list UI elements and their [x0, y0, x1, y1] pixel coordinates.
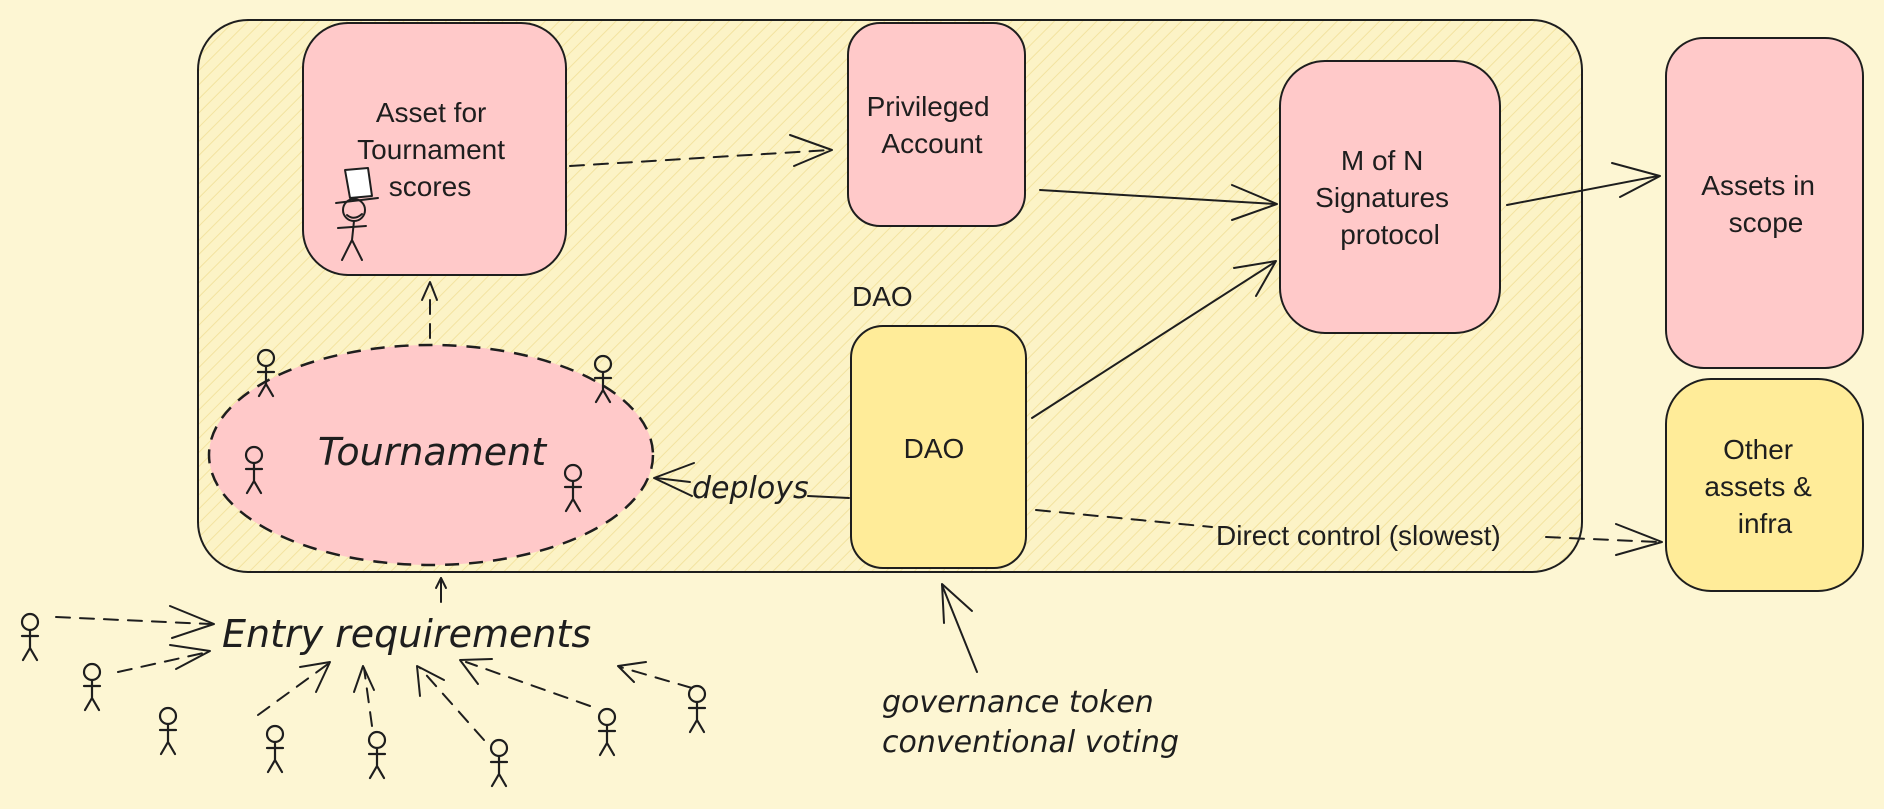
privileged-account-node[interactable]: Privileged Account [847, 22, 1026, 227]
participant-figure-icon [367, 730, 387, 780]
edge-governance-to-dao [941, 583, 978, 673]
entry-requirements-label: Entry requirements [222, 612, 591, 656]
multisig-line3: protocol [1340, 219, 1440, 250]
other-assets-line2: assets & [1704, 471, 1812, 502]
direct-control-label: Direct control (slowest) [1216, 520, 1501, 551]
edge-tournament-to-asset [421, 281, 438, 339]
asset-tournament-line2: Tournament [357, 134, 505, 165]
edge-multisig-to-assets [1506, 162, 1661, 206]
deploys-label: deploys [692, 471, 809, 506]
tournament-node[interactable]: Tournament [207, 343, 655, 567]
top-hat-figure-icon [335, 167, 379, 261]
assets-in-scope-line2: scope [1729, 207, 1804, 238]
other-assets-line1: Other [1723, 434, 1793, 465]
assets-in-scope-line1: Assets in [1701, 170, 1815, 201]
dao-label: DAO [904, 433, 965, 464]
other-assets-line3: infra [1738, 508, 1793, 539]
governance-annotation: governance token conventional voting [882, 685, 1179, 760]
edge-dao-direct-control: Direct control (slowest) [1035, 509, 1663, 556]
svg-text:Privileged Account: Privileged Account [867, 91, 998, 159]
edge-dao-deploys-tournament: deploys [653, 462, 850, 506]
participant-figure-icon [489, 738, 509, 788]
edge-dao-to-multisig [1031, 260, 1277, 419]
edge-privileged-to-multisig [1039, 184, 1278, 221]
other-assets-node[interactable]: Other assets & infra [1665, 378, 1864, 592]
dao-caption: DAO [852, 281, 913, 312]
participant-figure-icon [265, 724, 285, 774]
dao-node[interactable]: DAO [850, 325, 1027, 569]
svg-text:Asset for Tournament: Asset for Tournament scores [357, 97, 513, 202]
asset-tournament-line3: scores [389, 171, 471, 202]
privileged-account-line1: Privileged [867, 91, 990, 122]
participant-figure-icon [20, 612, 40, 662]
governance-line1: governance token [882, 685, 1154, 720]
entry-arrows [55, 605, 693, 741]
svg-text:Other assets & inf: Other assets & infra [1704, 434, 1819, 539]
svg-text:Assets in scope: Assets in scope [1701, 170, 1822, 238]
multisig-protocol-node[interactable]: M of N Signatures protocol [1279, 60, 1501, 334]
asset-tournament-line1: Asset for [376, 97, 486, 128]
edge-asset-to-privileged [569, 134, 833, 167]
tournament-label: Tournament [318, 430, 548, 474]
participant-figure-icon [158, 706, 178, 756]
svg-text:M of N Signatures: M of N Signatures protocol [1315, 145, 1457, 250]
assets-in-scope-node[interactable]: Assets in scope [1665, 37, 1864, 369]
participant-figure-icon [687, 684, 707, 734]
governance-line2: conventional voting [882, 725, 1179, 760]
participant-figure-icon [597, 707, 617, 757]
privileged-account-line2: Account [881, 128, 982, 159]
asset-for-tournament-node[interactable]: Asset for Tournament scores [302, 22, 567, 276]
multisig-line1: M of N [1341, 145, 1423, 176]
multisig-line2: Signatures [1315, 182, 1449, 213]
participant-figure-icon [82, 662, 102, 712]
edge-entry-to-tournament [435, 577, 447, 603]
